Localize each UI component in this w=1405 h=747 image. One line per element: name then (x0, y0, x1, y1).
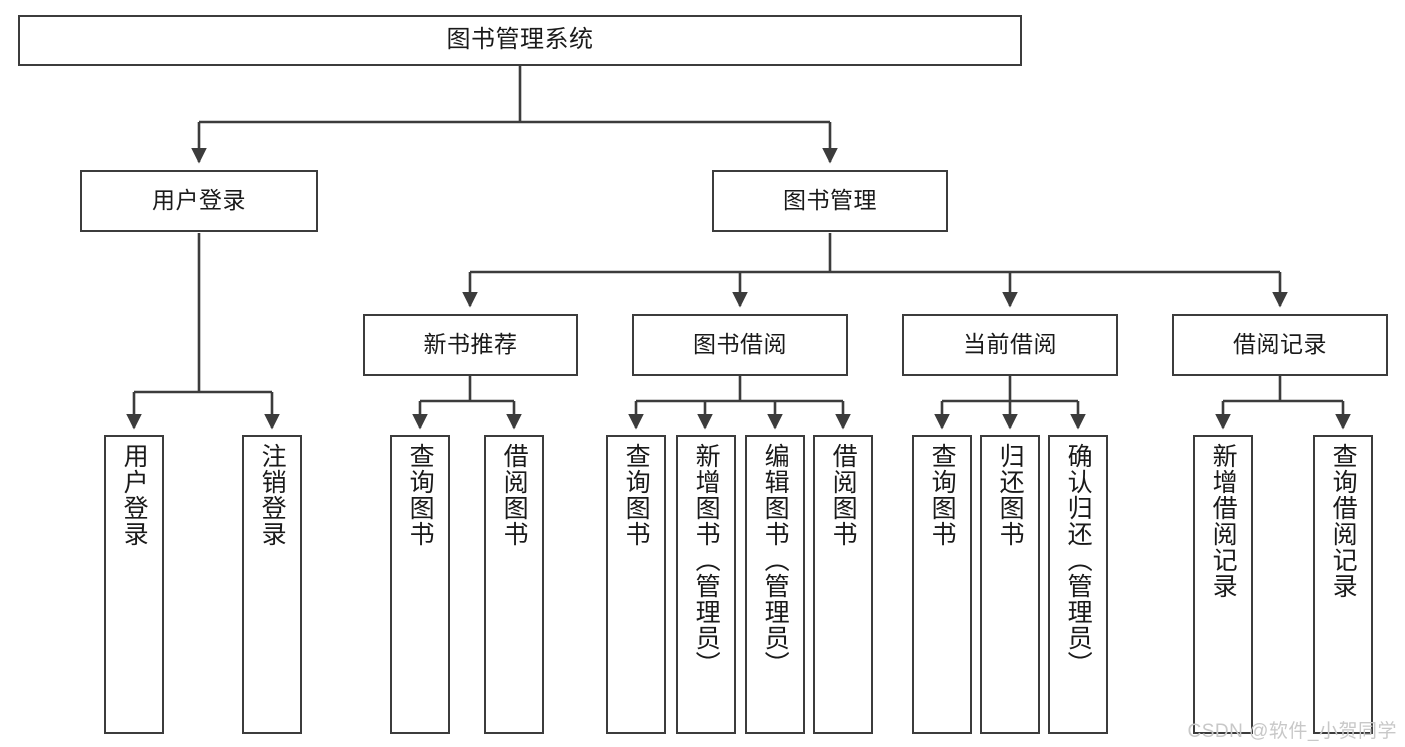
node-label: 新书推荐 (423, 331, 518, 358)
node-new-book-recommendation[interactable]: 新书推荐 (363, 314, 578, 376)
node-label: 查询图书 (622, 443, 651, 547)
node-leaf-borrow-record-query-record[interactable]: 查询借阅记录 (1313, 435, 1373, 734)
node-label: 查询图书 (928, 443, 957, 547)
csdn-watermark: CSDN @软件_小贺同学 (1187, 721, 1397, 742)
node-label: 用户登录 (152, 187, 246, 214)
node-leaf-book-borrow-edit-book-admin[interactable]: 编辑图书（管理员） (745, 435, 805, 734)
node-leaf-user-login-login[interactable]: 用户登录 (104, 435, 164, 734)
node-label: 确认归还（管理员） (1064, 443, 1093, 677)
node-book-borrowing[interactable]: 图书借阅 (632, 314, 848, 376)
node-leaf-current-borrow-query-book[interactable]: 查询图书 (912, 435, 972, 734)
node-label: 借阅图书 (500, 443, 529, 547)
node-leaf-borrow-record-add-record[interactable]: 新增借阅记录 (1193, 435, 1253, 734)
node-label: 用户登录 (120, 443, 149, 547)
node-label: 归还图书 (996, 443, 1025, 547)
node-label: 借阅记录 (1233, 331, 1327, 358)
node-label: 当前借阅 (963, 331, 1057, 358)
node-user-login[interactable]: 用户登录 (80, 170, 318, 232)
node-leaf-book-borrow-add-book-admin[interactable]: 新增图书（管理员） (676, 435, 736, 734)
node-label: 新增借阅记录 (1209, 443, 1238, 599)
node-label: 查询图书 (406, 443, 435, 547)
node-book-management[interactable]: 图书管理 (712, 170, 948, 232)
node-leaf-book-borrow-query-book[interactable]: 查询图书 (606, 435, 666, 734)
node-leaf-book-borrow-borrow-book[interactable]: 借阅图书 (813, 435, 873, 734)
node-label: 查询借阅记录 (1329, 443, 1358, 599)
node-leaf-new-book-borrow-book[interactable]: 借阅图书 (484, 435, 544, 734)
node-label: 图书管理 (783, 187, 877, 214)
node-label: 注销登录 (258, 443, 287, 547)
node-leaf-user-login-logout[interactable]: 注销登录 (242, 435, 302, 734)
node-label: 借阅图书 (829, 443, 858, 547)
node-borrowing-record[interactable]: 借阅记录 (1172, 314, 1388, 376)
node-root-library-management-system[interactable]: 图书管理系统 (18, 15, 1022, 66)
node-leaf-new-book-query-book[interactable]: 查询图书 (390, 435, 450, 734)
node-leaf-current-borrow-return-book[interactable]: 归还图书 (980, 435, 1040, 734)
node-label: 编辑图书（管理员） (761, 443, 790, 677)
node-label: 图书管理系统 (446, 26, 594, 54)
node-label: 图书借阅 (693, 331, 787, 358)
node-label: 新增图书（管理员） (692, 443, 721, 677)
node-current-borrowing[interactable]: 当前借阅 (902, 314, 1118, 376)
node-leaf-current-borrow-confirm-return-admin[interactable]: 确认归还（管理员） (1048, 435, 1108, 734)
